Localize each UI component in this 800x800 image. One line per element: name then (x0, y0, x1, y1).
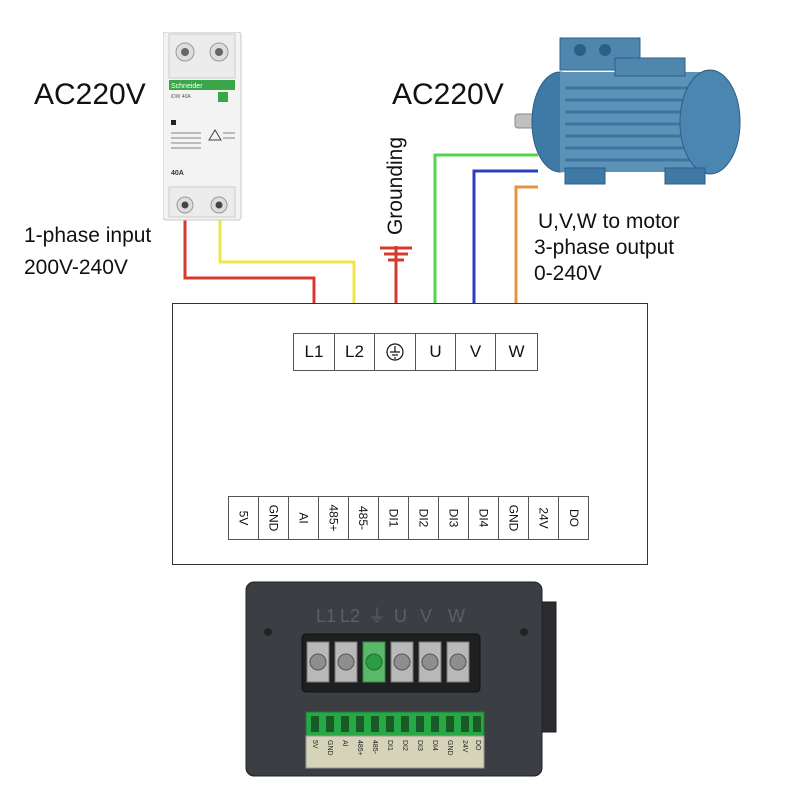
device-ctrl-di1: DI1 (386, 740, 393, 751)
output-target-label: U,V,W to motor (538, 210, 680, 233)
breaker-model: iDW 40A (171, 94, 191, 100)
wire-l2 (218, 205, 356, 331)
control-terminal-do: DO (558, 496, 589, 540)
device-ctrl-di3: DI3 (416, 740, 423, 751)
device-ctrl-gnd: GND (326, 740, 333, 756)
control-terminal-485-plus: 485+ (318, 496, 349, 540)
breaker-brand: Schneider (171, 83, 203, 90)
control-terminal-485-minus: 485- (348, 496, 379, 540)
wire-u (433, 153, 538, 331)
device-control-connector (305, 711, 485, 737)
device-label-w: W (448, 606, 465, 626)
device-label-ground: ⏚ (368, 606, 386, 626)
input-voltage-label: 200V-240V (24, 256, 128, 279)
terminal-ground (374, 333, 416, 371)
device-control-labels: 5V GND AI 485+ 485- DI1 DI2 DI3 DI4 GND … (311, 740, 481, 756)
control-terminal-di3: DI3 (438, 496, 469, 540)
terminal-w: W (495, 333, 538, 371)
device-label-v: V (420, 606, 432, 626)
breaker-rating: 40A (171, 170, 184, 177)
device-label-u: U (394, 606, 407, 626)
ground-icon (386, 343, 404, 361)
control-terminal-24v: 24V (528, 496, 559, 540)
output-voltage-label: 0-240V (534, 262, 602, 285)
circuit-breaker: Schneider iDW 40A 40A (163, 32, 242, 221)
inverter-device-photo: L1 L2 ⏚ U V W 5V GND AI (245, 581, 557, 777)
ac-voltage-right: AC220V (392, 78, 504, 111)
wire-w (514, 185, 538, 331)
device-screw-terminals (306, 641, 470, 683)
device-ctrl-5v: 5V (311, 740, 318, 749)
input-phase-label: 1-phase input (24, 224, 152, 247)
grounding-label: Grounding (384, 136, 407, 236)
terminal-u: U (415, 333, 456, 371)
device-ctrl-gnd-2: GND (446, 740, 453, 756)
control-terminal-di1: DI1 (378, 496, 409, 540)
device-label-l2: L2 (340, 606, 360, 626)
output-phase-label: 3-phase output (534, 236, 675, 259)
device-ctrl-485-minus: 485- (371, 740, 378, 755)
device-ctrl-ai: AI (341, 740, 348, 747)
control-terminal-5v: 5V (228, 496, 259, 540)
device-ctrl-di2: DI2 (401, 740, 408, 751)
control-terminal-di4: DI4 (468, 496, 499, 540)
device-control-label-strip (305, 735, 485, 769)
control-terminal-gnd: GND (258, 496, 289, 540)
device-power-labels: L1 L2 ⏚ U V W (316, 606, 465, 626)
control-terminal-ai: AI (288, 496, 319, 540)
ac-voltage-left: AC220V (34, 78, 146, 111)
terminal-v: V (455, 333, 496, 371)
wire-v (472, 169, 538, 331)
device-ctrl-do: DO (474, 740, 481, 751)
motor (514, 37, 741, 185)
control-terminal-di2: DI2 (408, 496, 439, 540)
control-terminal-gnd-2: GND (498, 496, 529, 540)
terminal-l1: L1 (293, 333, 335, 371)
terminal-l2: L2 (334, 333, 375, 371)
grounding-symbol (380, 246, 412, 268)
device-label-l1: L1 (316, 606, 336, 626)
device-ctrl-24v: 24V (461, 740, 468, 753)
device-ctrl-485-plus: 485+ (356, 740, 363, 756)
device-ctrl-di4: DI4 (431, 740, 438, 751)
